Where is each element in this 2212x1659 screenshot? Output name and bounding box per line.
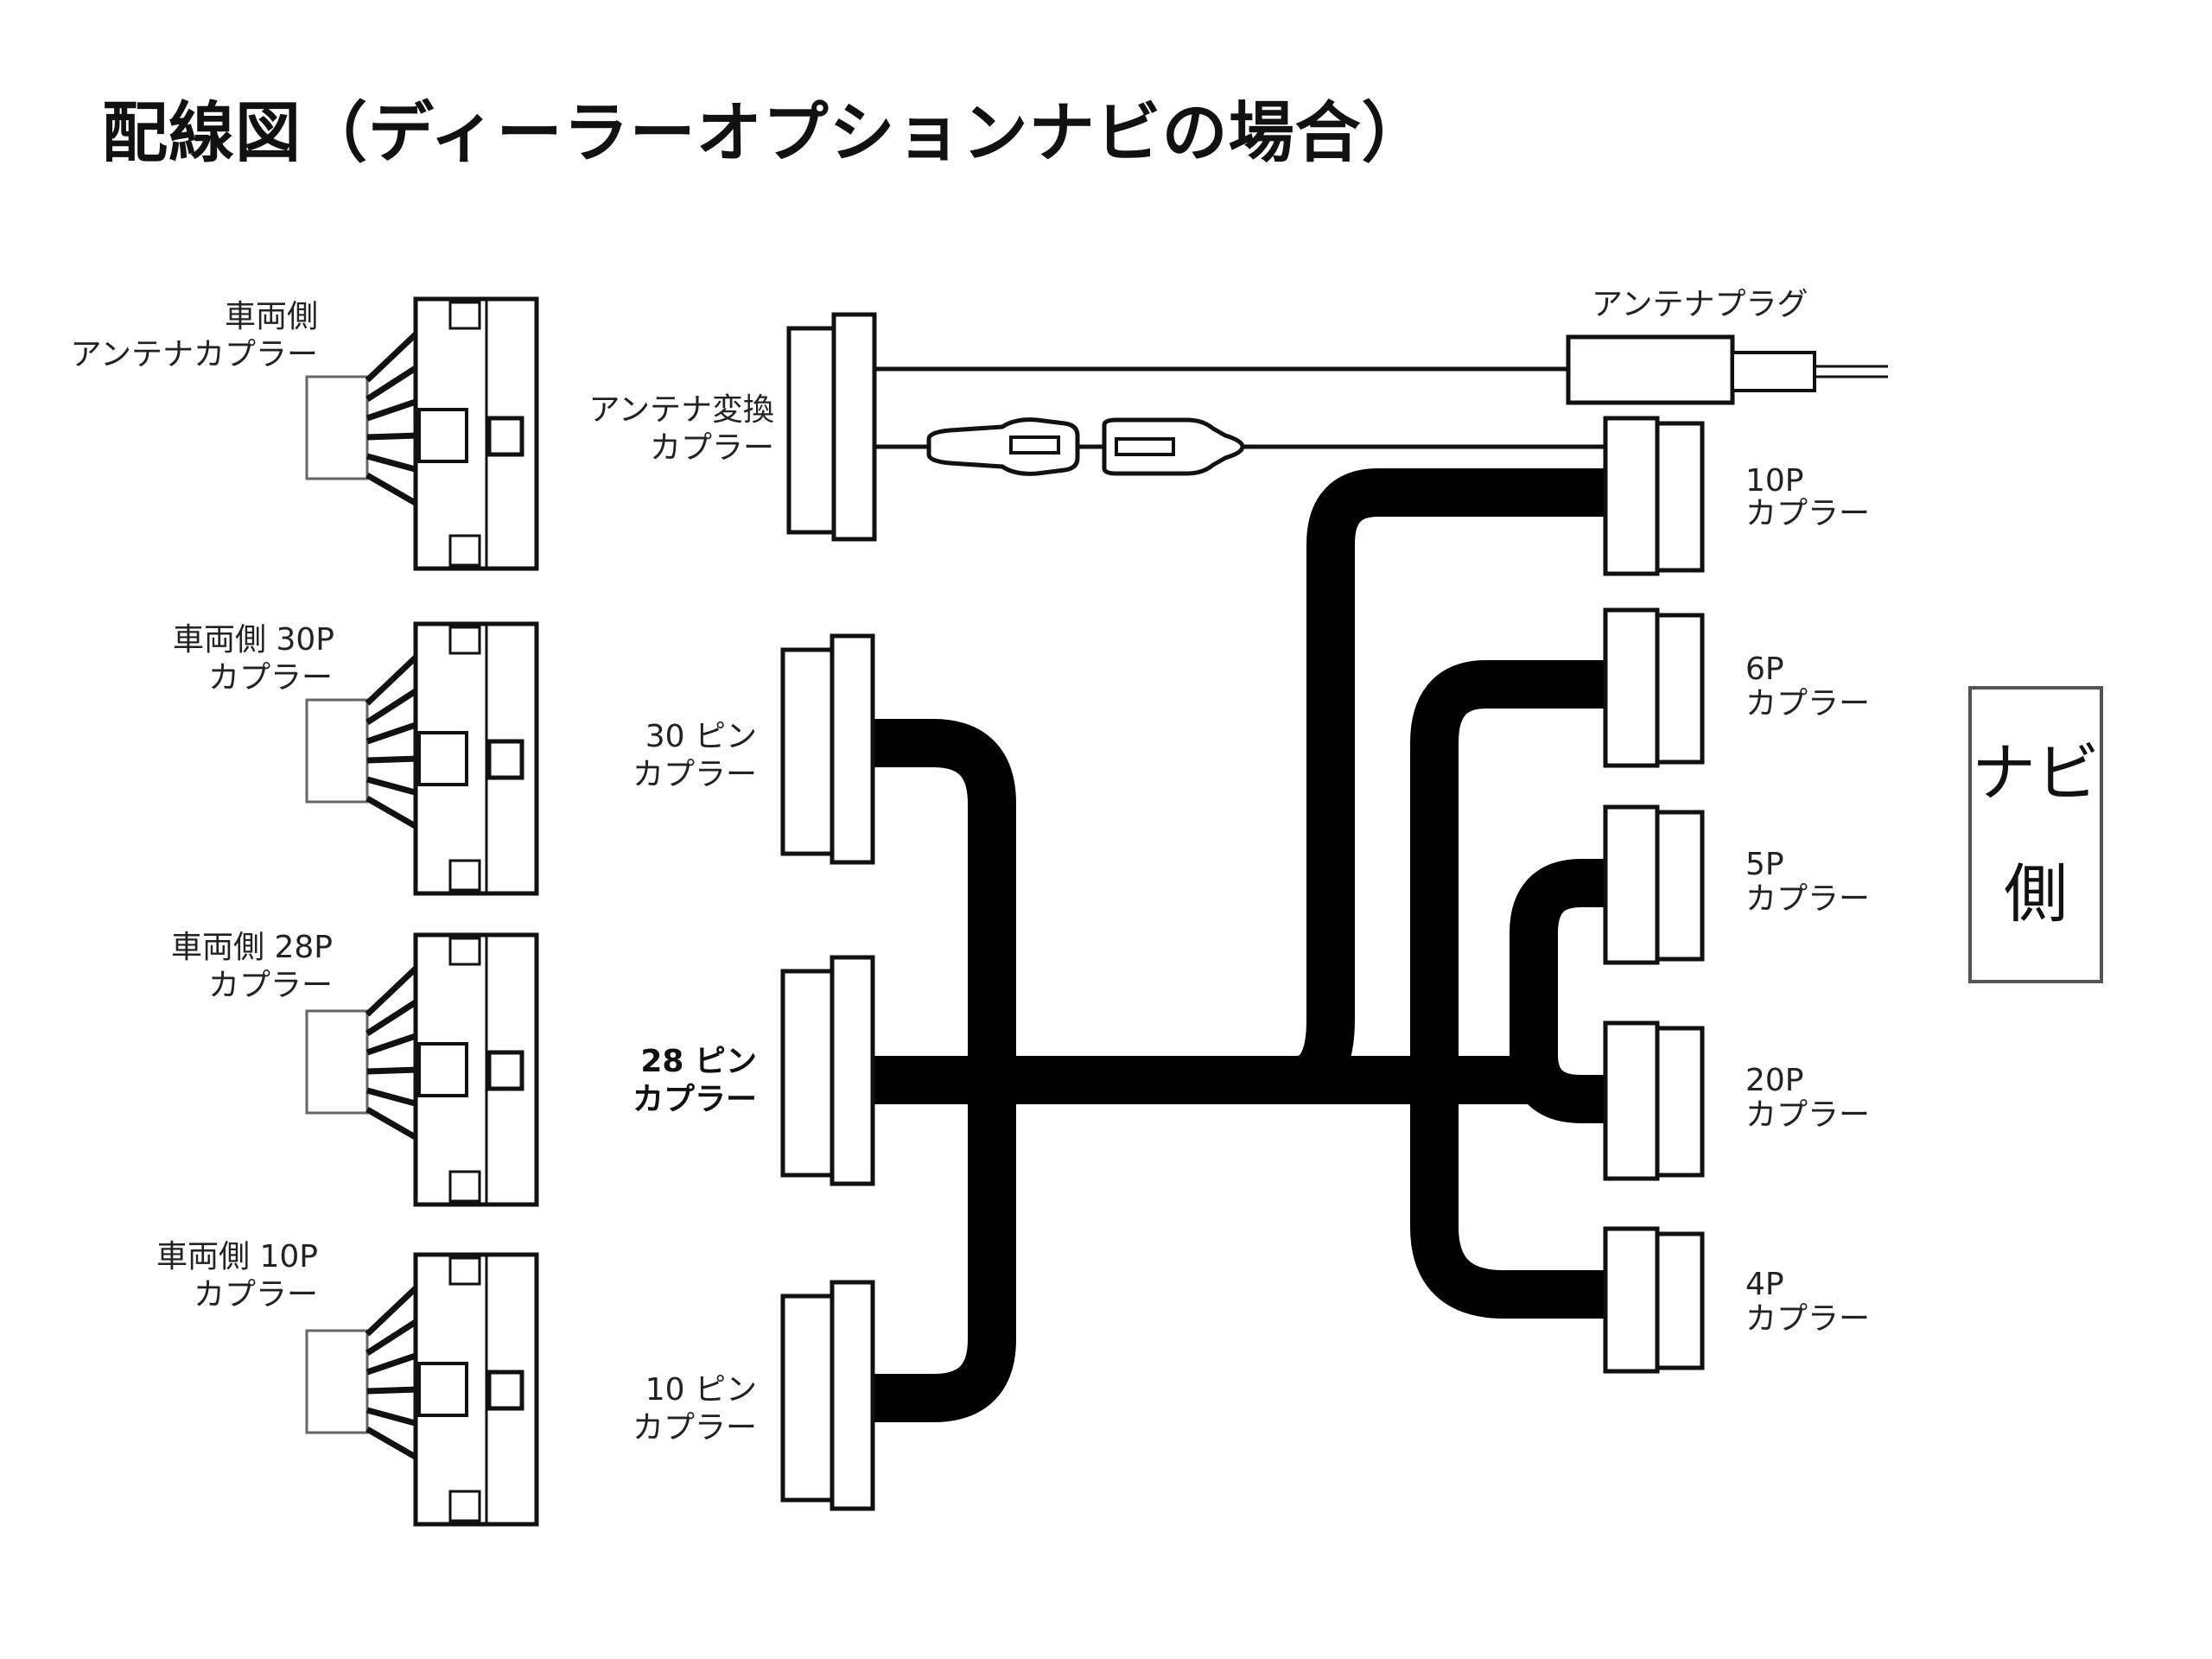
antenna-conversion-label-2: カプラー	[650, 430, 774, 466]
navi-10p-label-2: カプラー	[1745, 496, 1870, 531]
vehicle-30p-label-1: 車両側 30P	[173, 622, 334, 658]
vehicle-antenna-label-1: 車両側	[225, 299, 318, 334]
navi-side-label-1: ナビ	[1972, 736, 2100, 810]
vehicle-28p-label-2: カプラー	[208, 968, 333, 1003]
navi-4p-coupler	[1603, 1226, 1705, 1374]
vehicle-antenna-coupler	[305, 296, 539, 571]
vehicle-28p-label-1: 車両側 28P	[171, 930, 333, 965]
navi-side-box	[1968, 686, 2103, 983]
navi-4p-label-2: カプラー	[1745, 1301, 1870, 1337]
harness-28pin-label-2: カプラー	[632, 1082, 757, 1117]
navi-4p-label-1: 4P	[1745, 1267, 1784, 1302]
navi-5p-coupler	[1603, 804, 1705, 965]
navi-20p-label-2: カプラー	[1745, 1097, 1870, 1133]
vehicle-10p-coupler	[305, 1252, 539, 1527]
navi-5p-label-2: カプラー	[1745, 881, 1870, 917]
vehicle-30p-coupler	[305, 621, 539, 896]
harness-30pin-label-2: カプラー	[632, 757, 757, 792]
navi-side-label-2: 側	[2004, 857, 2068, 931]
vehicle-10p-label-2: カプラー	[194, 1277, 318, 1313]
harness-10pin-coupler	[780, 1280, 875, 1511]
navi-6p-label-1: 6P	[1745, 652, 1784, 687]
navi-6p-label-2: カプラー	[1745, 686, 1870, 721]
antenna-terminal-male	[1102, 417, 1245, 476]
harness-10pin-label-2: カプラー	[632, 1410, 757, 1446]
antenna-conversion-label-1: アンテナ変換	[588, 392, 774, 428]
harness-28pin-coupler	[780, 955, 875, 1186]
navi-5p-label-1: 5P	[1745, 847, 1784, 882]
vehicle-10p-label-1: 車両側 10P	[156, 1239, 318, 1274]
antenna-terminal-female	[926, 417, 1080, 476]
antenna-plug	[1566, 334, 1888, 405]
navi-20p-label-1: 20P	[1745, 1063, 1804, 1098]
navi-10p-coupler	[1603, 416, 1705, 576]
antenna-wires	[874, 366, 1609, 449]
harness-28pin-label-1: 28 ピン	[640, 1044, 757, 1079]
vehicle-30p-label-2: カプラー	[208, 660, 333, 696]
harness-30pin-coupler	[780, 633, 875, 865]
harness-10pin-label-1: 10 ピン	[645, 1372, 757, 1408]
vehicle-antenna-label-2: アンテナカプラー	[70, 337, 318, 372]
vehicle-28p-coupler	[305, 932, 539, 1207]
harness-30pin-label-1: 30 ピン	[645, 719, 757, 754]
antenna-conversion-coupler	[786, 312, 877, 542]
harness-cable	[871, 468, 1609, 1422]
navi-20p-coupler	[1603, 1020, 1705, 1181]
navi-6p-coupler	[1603, 607, 1705, 768]
antenna-plug-label: アンテナプラグ	[1592, 287, 1808, 322]
diagram-title: 配線図（ディーラーオプションナビの場合）	[102, 94, 1428, 171]
navi-10p-label-1: 10P	[1745, 463, 1804, 499]
